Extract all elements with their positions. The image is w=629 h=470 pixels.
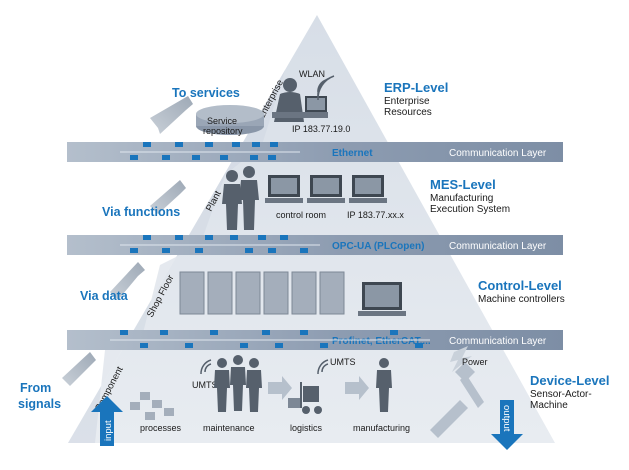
control-room-label: control room	[276, 210, 326, 220]
service-repo-label: repository	[203, 126, 243, 136]
level-mes: MES-Level Manufacturing Execution System	[430, 177, 510, 215]
level-control: Control-Level Machine controllers	[478, 278, 565, 305]
manufacturing-label: manufacturing	[353, 423, 410, 433]
level-title: Device-Level	[530, 373, 610, 388]
umts-right-label: UMTS	[330, 357, 356, 367]
network-node-icon	[120, 142, 423, 348]
layer-label-ethernet: Ethernet	[332, 148, 373, 159]
level-sub: Resources	[384, 107, 432, 118]
monitor-icon	[265, 175, 387, 203]
layer-right-label: Communication Layer	[449, 148, 547, 159]
communication-layer-1: Ethernet Communication Layer	[67, 142, 563, 162]
arrow-right-icon	[268, 376, 369, 400]
label-to-services: To services	[172, 86, 240, 100]
erp-ip-label: IP 183.77.19.0	[292, 124, 350, 134]
monitor-icon	[358, 282, 406, 316]
level-title: ERP-Level	[384, 80, 448, 95]
processes-label: processes	[140, 423, 182, 433]
service-repo-label: Service	[207, 116, 237, 126]
forklift-icon	[288, 382, 322, 414]
workers-icon	[214, 355, 392, 412]
mes-ip-label: IP 183.77.xx.x	[347, 210, 404, 220]
maintenance-label: maintenance	[203, 423, 255, 433]
level-device: Device-Level Sensor-Actor- Machine	[530, 373, 610, 411]
control-cabinet-icon	[179, 271, 345, 315]
wlan-label: WLAN	[299, 69, 325, 79]
network-lines	[110, 151, 430, 341]
label-signals: signals	[18, 397, 61, 411]
wifi-signal-icon	[317, 75, 335, 101]
layer-label-profinet: Profinet, EtherCAT,...	[332, 336, 431, 347]
input-label: input	[103, 420, 114, 441]
conveyor-icon	[130, 392, 174, 420]
arrow-up-icon	[91, 396, 123, 446]
output-arrow: output	[491, 400, 523, 450]
level-title: MES-Level	[430, 177, 496, 192]
label-from: From	[20, 381, 51, 395]
level-sub: Machine controllers	[478, 294, 565, 305]
person-at-computer-icon	[272, 78, 328, 122]
robot-arm-icon	[430, 362, 484, 438]
service-repository: Service repository	[196, 105, 264, 136]
label-via-functions: Via functions	[102, 205, 180, 219]
level-title: Control-Level	[478, 278, 562, 293]
wifi-signal-icon	[200, 359, 329, 375]
level-sub: Manufacturing	[430, 193, 493, 204]
layer-right-label: Communication Layer	[449, 336, 547, 347]
umts-left-label: UMTS	[192, 380, 218, 390]
label-via-data: Via data	[80, 289, 129, 303]
power-label: Power	[462, 357, 488, 367]
pyramid	[68, 15, 555, 443]
level-sub: Machine	[530, 400, 568, 411]
layer-right-label: Communication Layer	[449, 241, 547, 252]
layer-label-opcua: OPC-UA (PLCopen)	[332, 241, 424, 252]
power-lightning-icon	[450, 346, 472, 372]
workers-icon	[222, 166, 259, 230]
output-label: output	[501, 405, 512, 432]
arrow-up-icon	[62, 96, 193, 386]
logistics-label: logistics	[290, 423, 323, 433]
level-sub: Enterprise	[384, 96, 430, 107]
level-sub: Sensor-Actor-	[530, 389, 592, 400]
input-arrow: input	[91, 396, 123, 446]
level-erp: ERP-Level Enterprise Resources	[384, 80, 448, 118]
arrow-down-icon	[491, 400, 523, 450]
level-sub: Execution System	[430, 204, 510, 215]
